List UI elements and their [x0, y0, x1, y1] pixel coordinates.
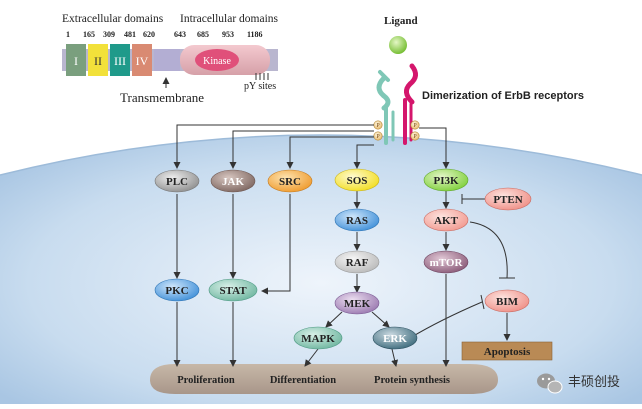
receptor-right: [403, 63, 418, 145]
domain-I-block: [66, 44, 86, 76]
ligand-label: Ligand: [384, 15, 418, 27]
phosphate-sites: P P P P: [373, 120, 420, 141]
dimerization-label: Dimerization of ErbB receptors: [422, 90, 584, 102]
svg-text:RAS: RAS: [346, 215, 368, 227]
node-mapk: MAPK: [293, 326, 343, 350]
kinase-label: Kinase: [203, 56, 231, 67]
position-165: 165: [83, 30, 95, 39]
transmembrane-segment: [154, 49, 180, 71]
connector-mek-mapk: [325, 311, 343, 328]
outcome-proliferation: Proliferation: [177, 375, 235, 386]
position-685: 685: [197, 30, 209, 39]
receptor-left: [376, 70, 395, 145]
domain-IV-block: [132, 44, 152, 76]
node-raf: RAF: [334, 250, 380, 274]
svg-text:PKC: PKC: [165, 285, 188, 297]
apoptosis-label: Apoptosis: [484, 346, 531, 358]
svg-text:P: P: [376, 123, 380, 129]
connector-mek-erk: [371, 311, 390, 328]
svg-text:P: P: [413, 134, 417, 140]
node-plc: PLC: [154, 169, 200, 193]
svg-text:STAT: STAT: [219, 285, 247, 297]
domain-II-label: II: [94, 54, 102, 68]
node-pten: PTEN: [484, 187, 532, 211]
outcome-protein-synthesis: Protein synthesis: [374, 375, 450, 386]
connector-erk-outcome: [391, 348, 399, 367]
svg-text:RAF: RAF: [346, 257, 369, 269]
connector-src-stat: [261, 194, 291, 295]
extracellular-label: Extracellular domains: [62, 13, 164, 25]
position-620: 620: [143, 30, 155, 39]
connector-mapk-outcome: [304, 348, 319, 367]
svg-text:SRC: SRC: [279, 176, 301, 188]
svg-text:PLC: PLC: [166, 176, 188, 188]
connector-receptor-sos: [353, 144, 374, 169]
svg-text:P: P: [413, 123, 417, 129]
node-erk: ERK: [372, 326, 418, 350]
svg-text:MAPK: MAPK: [301, 333, 335, 345]
svg-text:PTEN: PTEN: [493, 194, 522, 206]
connector-receptor-pi3k: [419, 127, 450, 169]
outcome-differentiation: Differentiation: [270, 375, 336, 386]
domain-II-block: [88, 44, 108, 76]
position-481: 481: [124, 30, 136, 39]
position-643: 643: [174, 30, 186, 39]
cell-membrane-line: [0, 134, 642, 176]
node-jak: JAK: [210, 169, 256, 193]
domain-I-label: I: [74, 54, 78, 68]
node-bim: BIM: [484, 289, 530, 313]
transmembrane-label: Transmembrane: [120, 90, 204, 105]
position-953: 953: [222, 30, 234, 39]
watermark-text: 丰硕创投: [568, 374, 620, 389]
inhibit-erk-bim-bar: [480, 294, 485, 310]
pathway-connectors: [173, 124, 511, 367]
intracellular-label: Intracellular domains: [180, 13, 279, 25]
ligand-ball: [389, 36, 407, 54]
svg-text:P: P: [376, 134, 380, 140]
py-site-ticks: [255, 73, 269, 80]
kinase-core: [195, 49, 239, 71]
position-309: 309: [103, 30, 115, 39]
svg-text:AKT: AKT: [434, 215, 459, 227]
connector-receptor-src: [286, 136, 374, 169]
node-sos: SOS: [334, 168, 380, 192]
node-pkc: PKC: [154, 278, 200, 302]
svg-text:PI3K: PI3K: [433, 175, 459, 187]
svg-text:SOS: SOS: [347, 175, 368, 187]
py-sites-label: pY sites: [244, 81, 276, 92]
connector-receptor-plc: [173, 124, 374, 169]
cell-cytoplasm: [0, 135, 642, 404]
domain-IV-label: IV: [136, 54, 149, 68]
apoptosis-box: Apoptosis: [461, 341, 553, 361]
node-mtor: mTOR: [423, 250, 469, 274]
node-akt: AKT: [423, 208, 469, 232]
wechat-icon: [537, 373, 563, 394]
domain-III-block: [110, 44, 130, 76]
svg-text:mTOR: mTOR: [430, 257, 464, 269]
nucleus: [150, 364, 498, 394]
position-1186: 1186: [247, 30, 263, 39]
svg-text:MEK: MEK: [344, 298, 371, 310]
svg-text:BIM: BIM: [496, 296, 519, 308]
node-ras: RAS: [334, 208, 380, 232]
inhibit-akt-bim: [469, 221, 508, 279]
node-stat: STAT: [208, 278, 258, 302]
node-pi3k: PI3K: [423, 168, 469, 192]
domain-structure: Extracellular domains Intracellular doma…: [62, 13, 279, 105]
svg-text:JAK: JAK: [222, 176, 244, 188]
watermark: 丰硕创投: [537, 373, 620, 394]
node-src: SRC: [267, 169, 313, 193]
connector-receptor-jak: [229, 130, 374, 169]
domain-III-label: III: [114, 54, 126, 68]
node-mek: MEK: [334, 291, 380, 315]
svg-text:ERK: ERK: [383, 333, 407, 345]
position-1: 1: [66, 30, 70, 39]
